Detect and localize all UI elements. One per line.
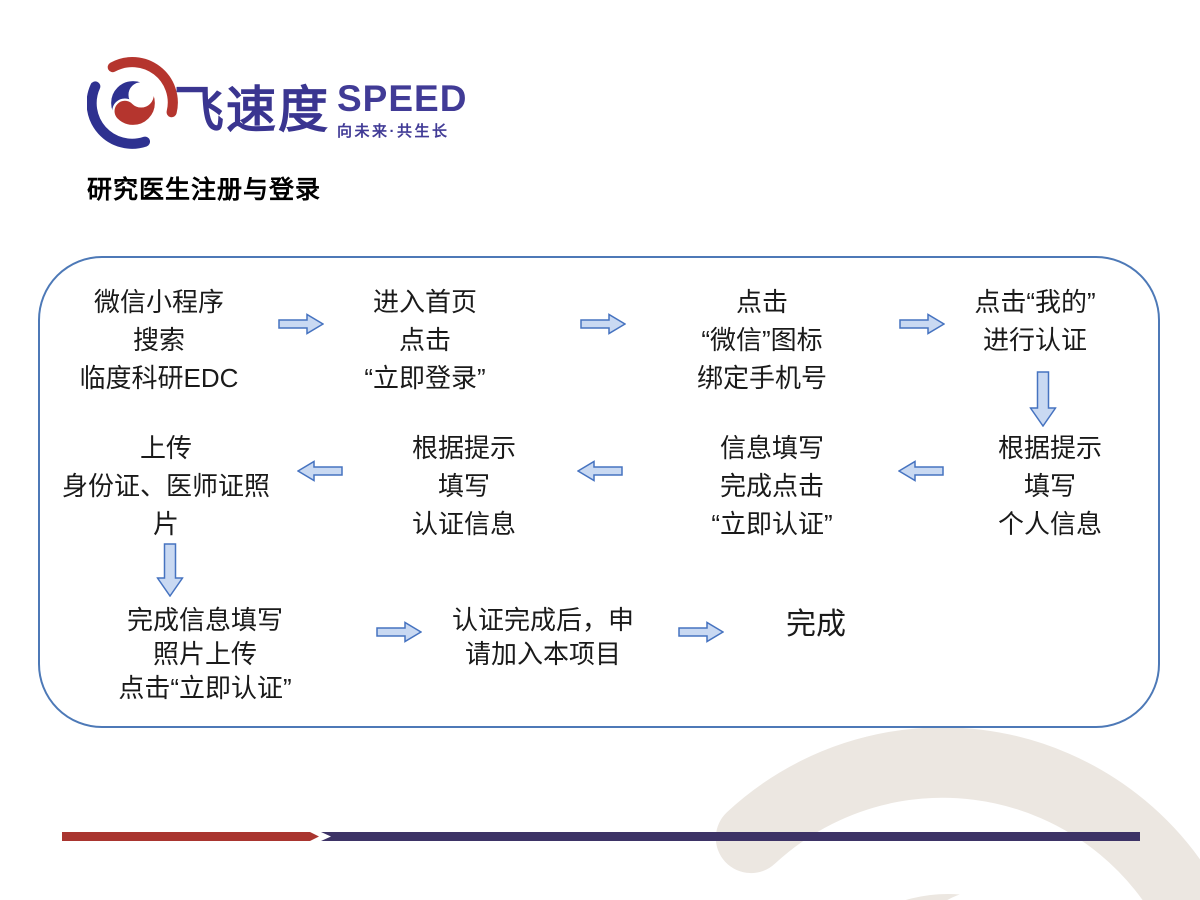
step-line: “微信”图标 xyxy=(701,325,823,355)
step-line: 临度科研EDC xyxy=(79,363,239,393)
brand-slogan: 向未来·共生长 xyxy=(337,123,450,140)
step-line: 根据提示 xyxy=(411,433,517,463)
step-line: 填写 xyxy=(1023,471,1077,501)
flow-step-apply-join-project: 认证完成后，申 请加入本项目 xyxy=(452,603,634,671)
step-line: 完成 xyxy=(786,608,846,641)
brand-name-en: SPEED xyxy=(337,78,468,119)
flow-step-done: 完成 xyxy=(786,608,846,642)
watermark-swirl-icon xyxy=(715,727,1200,900)
step-line: 认证信息 xyxy=(411,509,517,539)
brand-block-en: SPEED 向未来·共生长 xyxy=(337,80,467,141)
step-line: 请加入本项目 xyxy=(464,639,622,669)
step-line: 身份证、医师证照 xyxy=(61,471,271,501)
arrow-down-icon xyxy=(1029,371,1057,427)
step-line: 完成信息填写 xyxy=(126,605,284,635)
step-line: 片 xyxy=(152,509,180,539)
step-line: 点击“立即认证” xyxy=(118,673,292,703)
divider-red-bar xyxy=(62,832,319,841)
step-line: 绑定手机号 xyxy=(696,363,828,393)
flow-panel xyxy=(38,256,1160,728)
step-line: 点击“我的” xyxy=(974,287,1096,317)
arrow-right-icon xyxy=(376,621,422,643)
step-line: 微信小程序 xyxy=(93,287,224,317)
arrow-left-icon xyxy=(297,460,343,482)
step-line: 点击 xyxy=(735,287,789,317)
flow-step-my-auth: 点击“我的” 进行认证 xyxy=(974,283,1095,359)
arrow-down-icon xyxy=(156,543,184,597)
step-line: 照片上传 xyxy=(152,639,258,669)
step-line: 进入首页 xyxy=(372,287,478,317)
flow-step-bind-phone: 点击 “微信”图标 绑定手机号 xyxy=(697,283,827,397)
arrow-right-icon xyxy=(899,313,945,335)
flow-step-search-mini-program: 微信小程序 搜索 临度科研EDC xyxy=(80,283,239,397)
flow-step-complete-info-upload: 完成信息填写 照片上传 点击“立即认证” xyxy=(118,603,291,705)
step-line: 搜索 xyxy=(132,325,185,355)
step-line: 进行认证 xyxy=(982,325,1088,355)
brand-name-cn: 飞速度 xyxy=(174,82,330,138)
arrow-left-icon xyxy=(898,460,944,482)
page-title: 研究医生注册与登录 xyxy=(87,176,322,204)
flow-step-login-home: 进入首页 点击 “立即登录” xyxy=(364,283,485,397)
step-line: 根据提示 xyxy=(997,433,1103,463)
step-line: 完成点击 xyxy=(719,471,825,501)
step-line: 个人信息 xyxy=(997,509,1103,539)
flow-step-click-auth-now: 信息填写 完成点击 “立即认证” xyxy=(711,429,832,543)
step-line: “立即认证” xyxy=(711,509,833,539)
step-line: 信息填写 xyxy=(719,433,825,463)
step-line: “立即登录” xyxy=(364,363,486,393)
logo-swirl-icon xyxy=(87,57,178,149)
flow-step-upload-certificates: 上传 身份证、医师证照 片 xyxy=(62,429,270,543)
step-line: 点击 xyxy=(398,325,452,355)
divider-blue-bar xyxy=(321,832,1140,841)
step-line: 认证完成后，申 xyxy=(451,605,635,635)
arrow-right-icon xyxy=(580,313,626,335)
arrow-right-icon xyxy=(278,313,324,335)
step-line: 填写 xyxy=(437,471,491,501)
arrow-right-icon xyxy=(678,621,724,643)
flow-step-fill-personal-info: 根据提示 填写 个人信息 xyxy=(998,429,1102,543)
arrow-left-icon xyxy=(577,460,623,482)
flow-step-fill-auth-info: 根据提示 填写 认证信息 xyxy=(412,429,516,543)
step-line: 上传 xyxy=(139,433,193,463)
